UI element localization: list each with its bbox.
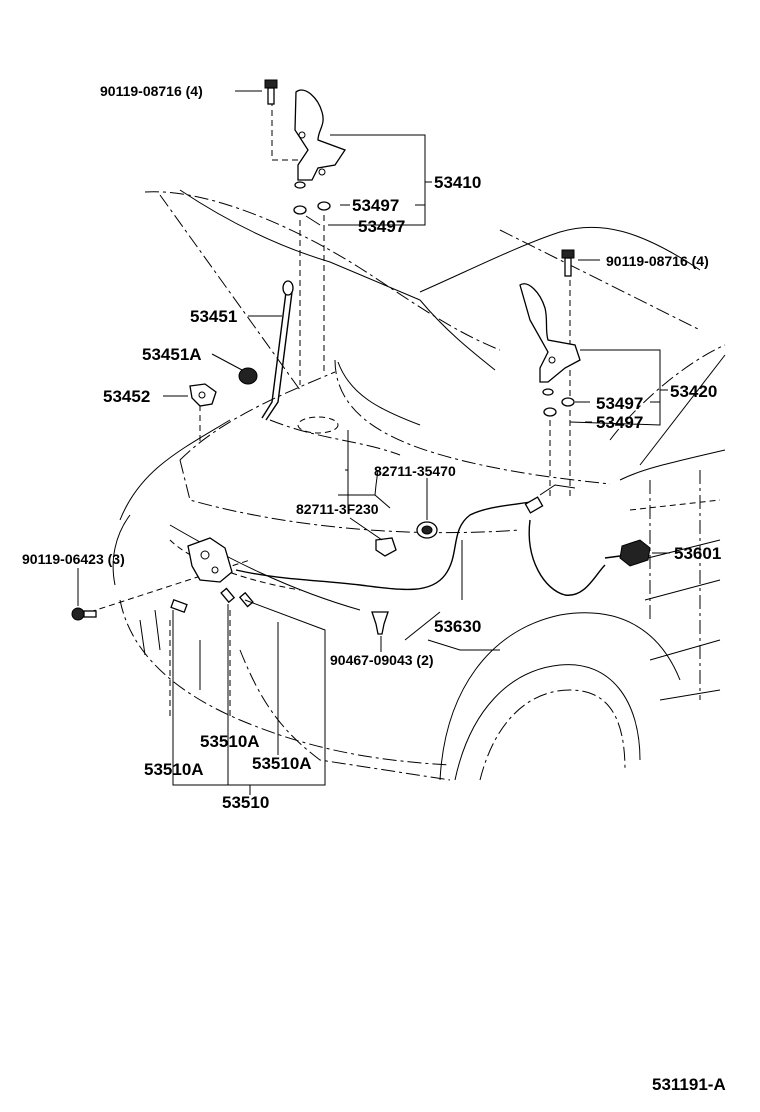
label-clip: 90467-09043 (2): [330, 652, 434, 668]
label-cushion-a1: 53510A: [200, 732, 260, 751]
label-lock-assy: 53510: [222, 793, 269, 812]
release-lever-icon: [604, 539, 651, 567]
cable-clamp-b-icon: [375, 537, 397, 557]
release-cable-icon: [235, 484, 606, 596]
cable-clamp-a-icon: [416, 521, 438, 539]
bolt-top-left-icon: [264, 79, 278, 105]
label-rod-holder: 53452: [103, 387, 150, 406]
bolt-lock-icon: [71, 607, 97, 621]
label-cushion-a2: 53510A: [144, 760, 204, 779]
left-hinge-icon: [293, 89, 346, 215]
car-body-outline: [112, 189, 726, 781]
hood-lock-icon: [187, 537, 233, 583]
clip-icon: [371, 611, 389, 635]
label-bolt-top-left: 90119-08716 (4): [100, 83, 203, 99]
diagram-id: 531191-A: [652, 1075, 726, 1094]
assembly-guides: [89, 100, 571, 720]
bolt-top-right-icon: [561, 249, 575, 277]
right-hinge-icon: [519, 283, 581, 417]
label-hinge-left: 53410: [434, 173, 481, 192]
label-bush-r2: 53497: [596, 413, 643, 432]
rod-cushion-icon: [238, 367, 258, 385]
label-bush-l2: 53497: [358, 217, 405, 236]
label-clamp-b: 82711-3F230: [296, 501, 379, 517]
label-bush-r1: 53497: [596, 394, 643, 413]
label-release-lever: 53601: [674, 544, 721, 563]
rod-holder-icon: [189, 383, 217, 407]
label-bolt-lock: 90119-06423 (3): [22, 551, 125, 567]
label-bush-l1: 53497: [352, 196, 399, 215]
label-release-cable: 53630: [434, 617, 481, 636]
leader-lines: [77, 90, 670, 795]
label-cushion-a3: 53510A: [252, 754, 312, 773]
label-bolt-top-right: 90119-08716 (4): [606, 253, 709, 269]
label-clamp-a: 82711-35470: [374, 463, 456, 479]
label-support-rod: 53451: [190, 307, 237, 326]
label-rod-cushion: 53451A: [142, 345, 202, 364]
hood-support-rod-icon: [261, 280, 294, 421]
part-labels: 90119-08716 (4) 53410 53497 53497 90119-…: [22, 83, 726, 1094]
cushion-icons: [170, 587, 254, 613]
label-hinge-right: 53420: [670, 382, 717, 401]
